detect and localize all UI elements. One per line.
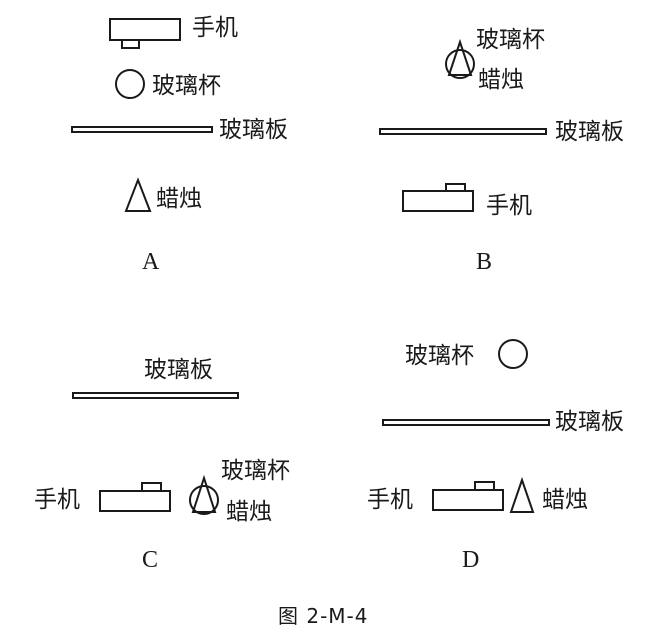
panel-c-candle-label: 蜡烛 [226, 499, 272, 525]
panel-a-letter: A [142, 249, 160, 275]
panel-a-plate-icon [71, 126, 213, 133]
panel-b-cup-label: 玻璃杯 [476, 27, 545, 53]
panel-a-plate-label: 玻璃板 [219, 117, 288, 143]
panel-b-candle-icon [447, 38, 473, 76]
panel-c-plate-icon [72, 392, 239, 399]
panel-a-cup-label: 玻璃杯 [152, 73, 221, 99]
panel-d-candle-icon [509, 476, 535, 513]
panel-c-cup-icon [189, 485, 219, 515]
panel-a-candle-label: 蜡烛 [156, 186, 202, 212]
panel-b-candle-label: 蜡烛 [478, 67, 524, 93]
panel-b-phone-icon [402, 183, 474, 212]
panel-d-letter: D [462, 547, 480, 573]
panel-d-plate-icon [382, 419, 550, 426]
panel-c-letter: C [142, 547, 159, 573]
panel-a-candle-icon [124, 177, 152, 212]
panel-b-plate-label: 玻璃板 [555, 119, 624, 145]
panel-d-cup-icon [498, 339, 528, 369]
panel-c-plate-label: 玻璃板 [144, 357, 213, 383]
panel-b-letter: B [476, 249, 493, 275]
panel-b-plate-icon [379, 128, 547, 135]
panel-c-candle-icon [191, 474, 217, 513]
panel-a-cup-icon [115, 69, 145, 99]
panel-b-cup-icon [445, 49, 475, 79]
panel-a-phone-icon [109, 18, 181, 49]
panel-a-phone-label: 手机 [192, 15, 238, 41]
panel-d-phone-icon [432, 481, 504, 511]
panel-d-candle-label: 蜡烛 [542, 487, 588, 513]
panel-c-cup-label: 玻璃杯 [221, 458, 290, 484]
panel-c-phone-label: 手机 [34, 487, 80, 513]
panel-d-phone-label: 手机 [367, 487, 413, 513]
panel-d-cup-label: 玻璃杯 [405, 343, 474, 369]
panel-c-phone-icon [99, 482, 171, 512]
panel-b-phone-label: 手机 [486, 193, 532, 219]
panel-d-plate-label: 玻璃板 [555, 409, 624, 435]
figure-caption: 图 2-M-4 [278, 604, 369, 628]
